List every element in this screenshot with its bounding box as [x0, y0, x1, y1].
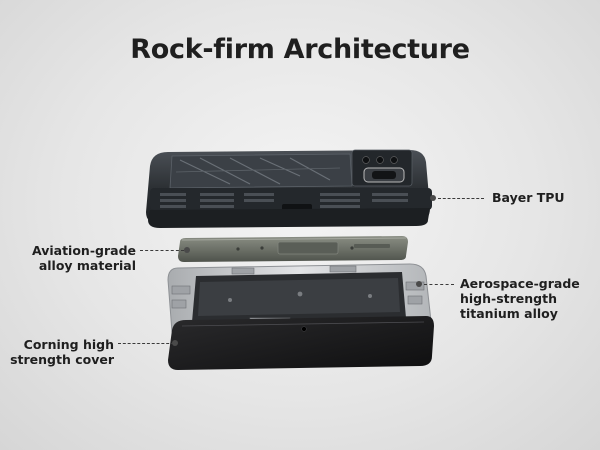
bayer-leader-dot — [430, 195, 436, 201]
aviation-alloy-label: Aviation-grade alloy material — [31, 243, 136, 273]
page-title: Rock-firm Architecture — [130, 34, 470, 65]
aerospace-leader-line — [424, 284, 454, 285]
titanium-frame — [167, 263, 433, 333]
corning-glass-cover — [168, 316, 434, 370]
bayer-leader-line — [438, 198, 484, 199]
aerospace-titanium-label: Aerospace-grade high-strength titanium a… — [460, 276, 580, 321]
aerospace-leader-dot — [416, 281, 422, 287]
tpu-back-housing — [146, 149, 432, 228]
aviation-leader-dot — [184, 247, 190, 253]
aviation-leader-line — [140, 250, 184, 251]
corning-cover-label: Corning high strength cover — [10, 337, 114, 367]
bayer-tpu-label: Bayer TPU — [492, 190, 565, 205]
corning-leader-dot — [172, 340, 178, 346]
corning-leader-line — [118, 343, 174, 344]
alloy-middle-bar — [178, 236, 408, 262]
